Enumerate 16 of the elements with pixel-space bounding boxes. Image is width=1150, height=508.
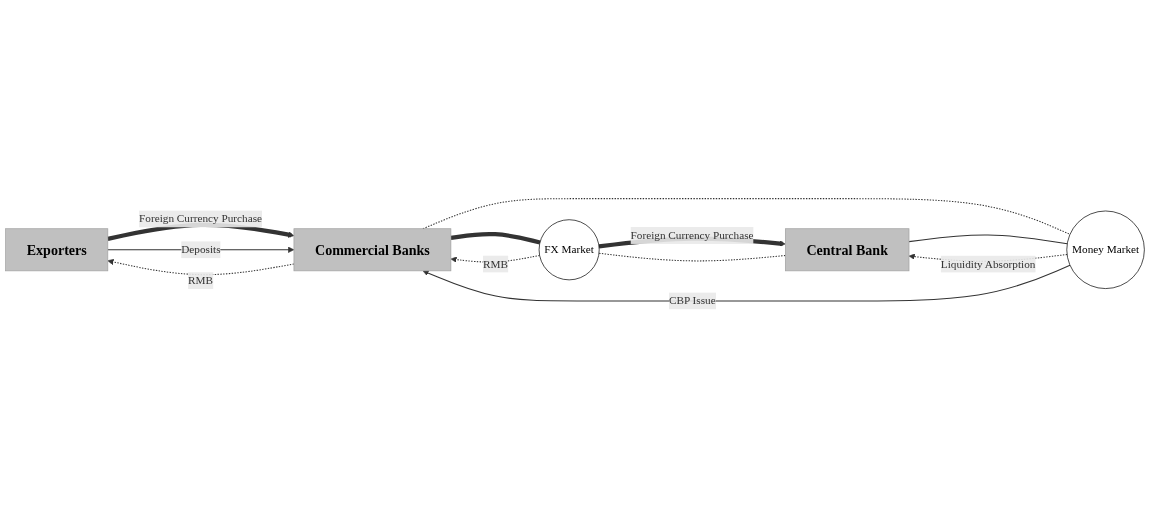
edge-label: RMB (483, 257, 508, 270)
edge-label: CBP Issue (668, 294, 716, 307)
edge-label: RMB (188, 274, 214, 287)
edge-label: Liquidity Absorption (940, 257, 1036, 270)
node-box: Exporters (5, 228, 109, 272)
edge-label: Foreign Currency Purchase (139, 212, 263, 225)
connector (598, 252, 786, 262)
edge-label: Foreign Currency Purchase (630, 229, 754, 242)
edge-label: Deposits (181, 243, 221, 256)
node-box: Central Bank (785, 228, 910, 272)
node-box: Commercial Banks (293, 228, 452, 272)
node-circle: Money Market (1066, 210, 1145, 289)
connector (450, 231, 541, 245)
node-circle: FX Market (538, 219, 600, 281)
arrow (422, 264, 1071, 302)
connector (908, 234, 1068, 245)
